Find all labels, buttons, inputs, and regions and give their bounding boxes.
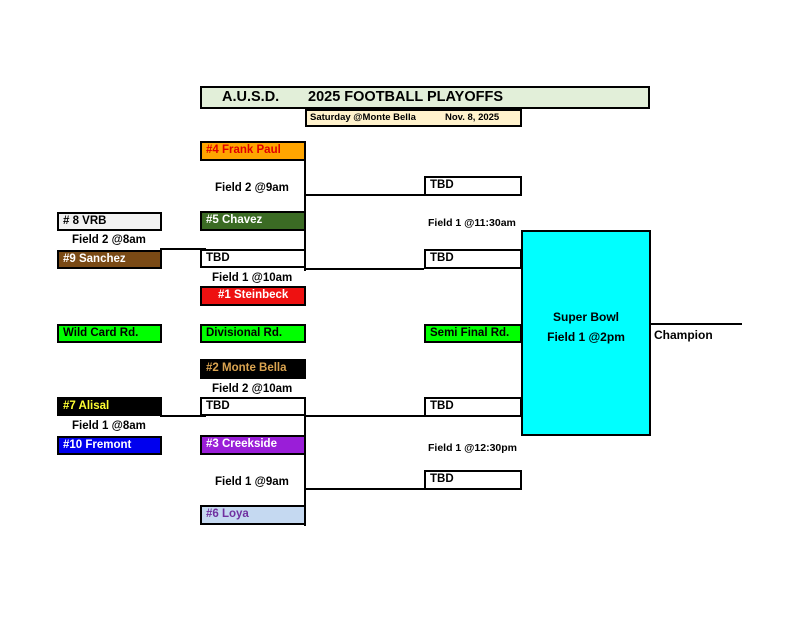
connector-1-to-semi [304,268,424,270]
team-loya: #6 Loya [200,505,306,525]
round-label-divisional: Divisional Rd. [200,324,306,343]
game-semi-top: Field 1 @11:30am [428,217,516,229]
game-div-1: Field 1 @10am [212,272,293,284]
venue-label: Saturday @Monte Bella [310,112,416,123]
tbd-semi-4: TBD [424,470,522,490]
team-sanchez: #9 Sanchez [57,250,162,269]
bracket-subtitle-bar: Saturday @Monte Bella Nov. 8, 2025 [305,109,522,127]
team-steinbeck: #1 Steinbeck [200,286,306,306]
team-creekside: #3 Creekside [200,435,306,455]
game-wildcard-top: Field 2 @8am [72,234,146,246]
team-frank-paul: #4 Frank Paul [200,141,306,161]
tbd-div-bottom: TBD [200,397,306,416]
tbd-semi-1: TBD [424,176,522,196]
tbd-semi-3: TBD [424,397,522,417]
super-bowl-field: Field 1 @2pm [547,330,625,344]
champion-label: Champion [654,328,713,342]
connector-div-top [304,141,306,271]
date-label: Nov. 8, 2025 [445,112,500,123]
connector-2-to-semi [304,415,424,417]
connector-champion [650,323,742,325]
game-wildcard-bottom: Field 1 @8am [72,420,146,432]
round-label-semi-final: Semi Final Rd. [424,324,522,343]
team-alisal: #7 Alisal [57,397,162,416]
tbd-div-top: TBD [200,249,306,268]
connector-wc-top [160,248,206,250]
game-div-2: Field 2 @10am [212,383,293,395]
game-div-4v5: Field 2 @9am [215,182,289,194]
connector-wc-bottom [160,415,206,417]
connector-3v6-to-semi [304,488,424,490]
super-bowl-label: Super Bowl [552,310,619,324]
bracket-title-bar: A.U.S.D. 2025 FOOTBALL PLAYOFFS [200,86,650,109]
connector-div-bottom [304,398,306,526]
game-div-3v6: Field 1 @9am [215,476,289,488]
round-label-wild-card: Wild Card Rd. [57,324,162,343]
connector-4v5-to-semi [304,194,424,196]
tbd-semi-2: TBD [424,249,522,269]
team-vrb: # 8 VRB [57,212,162,231]
team-fremont: #10 Fremont [57,436,162,455]
page-title: 2025 FOOTBALL PLAYOFFS [308,89,503,105]
org-name: A.U.S.D. [222,89,280,105]
game-semi-bottom: Field 1 @12:30pm [428,442,518,454]
super-bowl-box: Super Bowl Field 1 @2pm [521,230,651,436]
team-monte-bella: #2 Monte Bella [200,359,306,379]
team-chavez: #5 Chavez [200,211,306,231]
